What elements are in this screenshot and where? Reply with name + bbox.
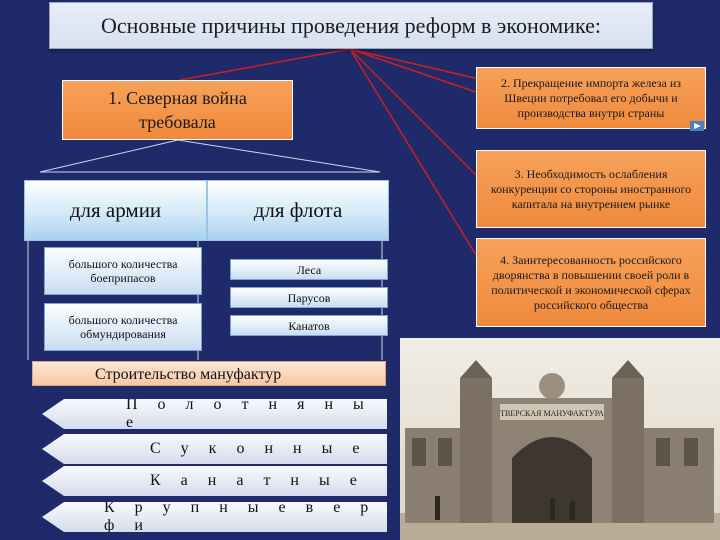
fleet-item-sails: Парусов xyxy=(230,287,388,308)
page-title: Основные причины проведения реформ в эко… xyxy=(49,2,653,49)
army-item-ammunition: большого количества боеприпасов xyxy=(44,247,202,295)
army-heading: для армии xyxy=(24,180,207,241)
reason-4: 4. Заинтересованность российского дворян… xyxy=(476,238,706,327)
reason-2: 2. Прекращение импорта железа из Швеции … xyxy=(476,67,706,129)
gate-sign-text: ТВЕРСКАЯ МАНУФАКТУРА xyxy=(500,409,604,418)
play-icon[interactable] xyxy=(690,118,704,131)
fleet-item-ropes: Канатов xyxy=(230,315,388,336)
war-line-2: требовала xyxy=(139,112,216,132)
manufactory-rope: К а н а т н ы е xyxy=(42,466,387,496)
reason-3: 3. Необходимость ослабления конкуренции … xyxy=(476,150,706,228)
war-line-1: 1. Северная война xyxy=(108,88,247,108)
war-box: 1. Северная война требовала xyxy=(62,80,293,140)
manufactory-linen: П о л о т н я н ы е xyxy=(42,399,387,429)
army-item-uniforms: большого количества обмундирования xyxy=(44,303,202,351)
line-to-war xyxy=(179,48,351,81)
line-to-reason-2 xyxy=(349,48,477,93)
manufactory-shipyards: К р у п н ы е в е р ф и xyxy=(42,502,387,532)
line-to-reason-3 xyxy=(349,48,477,176)
gate-sign-plate xyxy=(500,404,604,420)
fleet-heading: для флота xyxy=(207,180,389,241)
line-to-reason-4 xyxy=(349,48,477,256)
line-war-to-army xyxy=(39,139,179,173)
construction-banner: Строительство мануфактур xyxy=(32,361,386,386)
factory-gate-photo: ТВЕРСКАЯ МАНУФАКТУРА xyxy=(400,338,720,540)
manufactory-cloth: С у к о н н ы е xyxy=(42,434,387,464)
fleet-item-timber: Леса xyxy=(230,259,388,280)
line-war-to-fleet xyxy=(177,139,381,173)
